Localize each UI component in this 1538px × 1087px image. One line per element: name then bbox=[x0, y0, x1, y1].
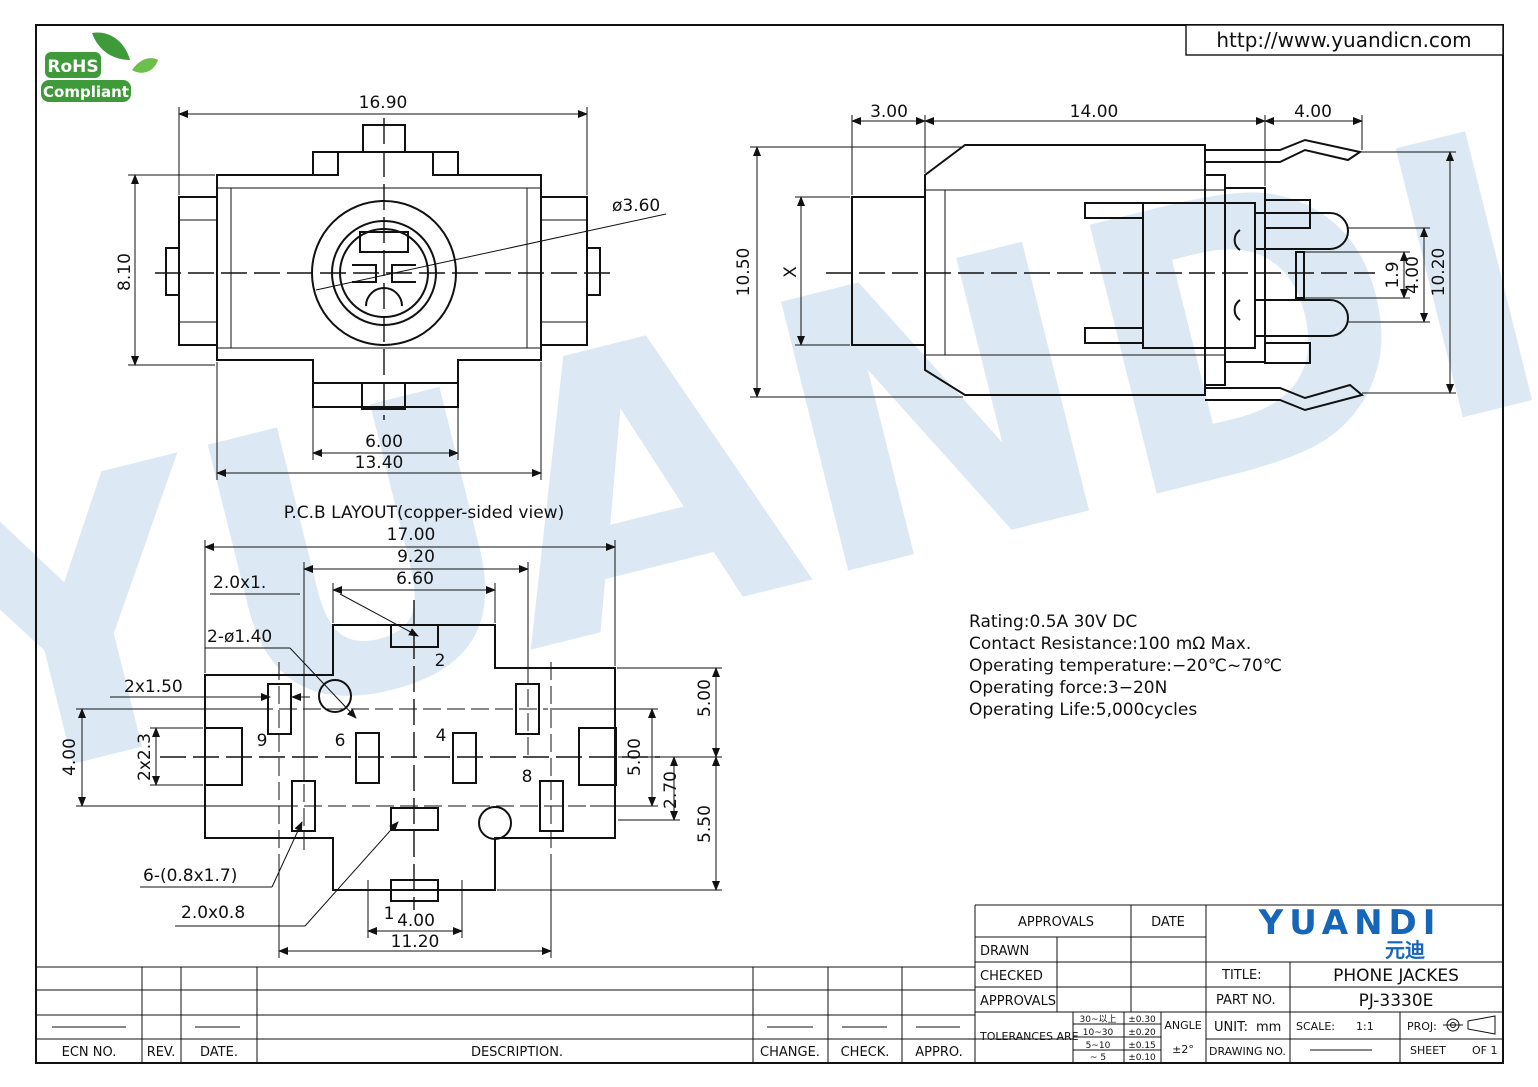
tb-drawn-label: DRAWN bbox=[980, 944, 1029, 959]
sheet-border bbox=[35, 24, 1504, 1064]
tb-proj-label: PROJ: bbox=[1407, 1020, 1437, 1033]
tb-date-header: DATE bbox=[1151, 915, 1185, 930]
dim-pcb-mid-width: 9.20 bbox=[397, 547, 435, 567]
dim-hole: ø3.60 bbox=[612, 196, 660, 216]
pin-label-2: 2 bbox=[435, 651, 446, 671]
side-view: 3.00 14.00 4.00 10.50 X 1.9 4.00 10.20 bbox=[734, 102, 1456, 412]
dim-top-width: 16.90 bbox=[359, 93, 408, 113]
dim-pcb-bottom-2: 11.20 bbox=[391, 932, 440, 952]
dim-side-d3: 4.00 bbox=[1294, 102, 1332, 122]
dim-pcb-right-1: 5.00 bbox=[695, 679, 715, 717]
callout-holes: 2-ø1.40 bbox=[207, 627, 272, 647]
spec-operating-force: Operating force:3−20N bbox=[969, 678, 1167, 698]
dim-side-d1: 3.00 bbox=[870, 102, 908, 122]
tol-range-1: 30~以上 bbox=[1080, 1014, 1117, 1025]
pcb-layout: P.C.B LAYOUT(copper-sided view) 2 9 6 4 … bbox=[60, 503, 722, 958]
dim-pcb-right-3: 2.70 bbox=[661, 771, 681, 809]
dim-side-slot: 4.00 bbox=[1403, 256, 1423, 294]
tb-part-label: PART NO. bbox=[1216, 993, 1276, 1008]
callout-pads: 6-(0.8x1.7) bbox=[143, 866, 237, 886]
watermark-text: YUANDI bbox=[0, 49, 1538, 877]
rev-appro-label: APPRO. bbox=[915, 1045, 962, 1060]
leaf-icon bbox=[92, 32, 130, 60]
brand-logo: YUANDI bbox=[1258, 903, 1442, 943]
spec-rating: Rating:0.5A 30V DC bbox=[969, 612, 1137, 632]
rev-description-label: DESCRIPTION. bbox=[471, 1045, 563, 1060]
dim-pcb-total-width: 17.00 bbox=[387, 525, 436, 545]
pin-label-8: 8 bbox=[522, 767, 533, 787]
rohs-logo: RoHS Compliant bbox=[41, 32, 158, 102]
rev-ecn-label: ECN NO. bbox=[62, 1045, 117, 1060]
dim-top-height: 8.10 bbox=[115, 253, 135, 291]
spec-contact-resistance: Contact Resistance:100 mΩ Max. bbox=[969, 634, 1251, 654]
tb-tolerances-label: TOLERANCES ARE bbox=[979, 1030, 1079, 1043]
tol-value-2: ±0.20 bbox=[1128, 1028, 1156, 1038]
projection-symbol-icon bbox=[1443, 1015, 1496, 1035]
url-box bbox=[1185, 24, 1504, 56]
dim-pcb-right-4: 5.50 bbox=[695, 805, 715, 843]
spec-operating-temperature: Operating temperature:−20℃~70℃ bbox=[969, 656, 1282, 676]
revision-block: ECN NO. REV. DATE. DESCRIPTION. CHANGE. … bbox=[36, 905, 976, 1063]
tb-title-value: PHONE JACKES bbox=[1333, 966, 1459, 986]
dim-pcb-left-height: 4.00 bbox=[60, 738, 80, 776]
tol-range-4: ~ 5 bbox=[1090, 1053, 1106, 1063]
tol-range-3: 5~10 bbox=[1086, 1041, 1111, 1051]
tb-angle-label: ANGLE bbox=[1164, 1019, 1201, 1032]
tb-scale-label: SCALE: bbox=[1296, 1020, 1335, 1033]
tb-angle-value: ±2° bbox=[1172, 1043, 1194, 1056]
rev-date-label: DATE. bbox=[200, 1045, 238, 1060]
dim-side-total: 10.20 bbox=[1429, 248, 1449, 297]
url-text[interactable]: http://www.yuandicn.com bbox=[1216, 28, 1471, 52]
tb-sheet-label: SHEET bbox=[1410, 1044, 1446, 1057]
dim-pcb-inner-width: 6.60 bbox=[396, 569, 434, 589]
top-view: ø3.60 16.90 8.10 6.00 13.40 bbox=[115, 93, 667, 480]
callout-slot-a: 2.0x1. bbox=[213, 573, 266, 593]
tb-drawing-label: DRAWING NO. bbox=[1209, 1045, 1286, 1058]
tol-value-1: ±0.30 bbox=[1128, 1015, 1156, 1025]
leaf-icon bbox=[132, 58, 158, 73]
dim-pin-gap: 6.00 bbox=[365, 432, 403, 452]
watermark: YUANDI bbox=[0, 49, 1538, 877]
tol-range-2: 10~30 bbox=[1083, 1028, 1114, 1038]
dim-body-width: 13.40 bbox=[355, 453, 404, 473]
tb-scale-value: 1:1 bbox=[1356, 1020, 1374, 1033]
callout-slot-b: 2x1.50 bbox=[124, 677, 183, 697]
spec-operating-life: Operating Life:5,000cycles bbox=[969, 700, 1197, 720]
dim-side-x: X bbox=[781, 266, 801, 278]
brand-logo-cn: 元迪 bbox=[1385, 938, 1425, 962]
tb-sheet-value: OF 1 bbox=[1472, 1044, 1497, 1057]
tb-checked-label: CHECKED bbox=[980, 969, 1043, 984]
pin-label-1: 1 bbox=[384, 904, 395, 924]
tb-approvals-label: APPROVALS bbox=[980, 994, 1056, 1009]
dim-side-height: 10.50 bbox=[734, 248, 754, 297]
dim-side-pin: 1.9 bbox=[1383, 261, 1403, 288]
title-block: APPROVALS DATE DRAWN CHECKED APPROVALS T… bbox=[975, 903, 1503, 1063]
tb-approvals-header: APPROVALS bbox=[1018, 915, 1094, 930]
rev-check-label: CHECK. bbox=[841, 1045, 890, 1060]
rohs-line1: RoHS bbox=[47, 57, 98, 77]
pin-label-4: 4 bbox=[436, 726, 447, 746]
tol-value-4: ±0.10 bbox=[1128, 1053, 1156, 1063]
pin-label-9: 9 bbox=[257, 731, 268, 751]
tb-unit-value: mm bbox=[1256, 1020, 1281, 1035]
rohs-line2: Compliant bbox=[43, 83, 129, 101]
callout-slot-d: 2.0x0.8 bbox=[181, 903, 245, 923]
tb-unit-label: UNIT: bbox=[1214, 1020, 1248, 1035]
tb-title-label: TITLE: bbox=[1221, 968, 1262, 983]
tb-part-value: PJ-3330E bbox=[1359, 991, 1434, 1011]
specifications: Rating:0.5A 30V DC Contact Resistance:10… bbox=[969, 612, 1282, 720]
rev-rev-label: REV. bbox=[147, 1045, 176, 1060]
pcb-title: P.C.B LAYOUT(copper-sided view) bbox=[284, 503, 564, 523]
rev-change-label: CHANGE. bbox=[760, 1045, 820, 1060]
pin-label-6: 6 bbox=[335, 731, 346, 751]
tol-value-3: ±0.15 bbox=[1128, 1041, 1156, 1051]
dim-pcb-slot-c: 2x2.3 bbox=[135, 733, 155, 781]
dim-pcb-bottom-1: 4.00 bbox=[397, 911, 435, 931]
dim-side-d2: 14.00 bbox=[1070, 102, 1119, 122]
